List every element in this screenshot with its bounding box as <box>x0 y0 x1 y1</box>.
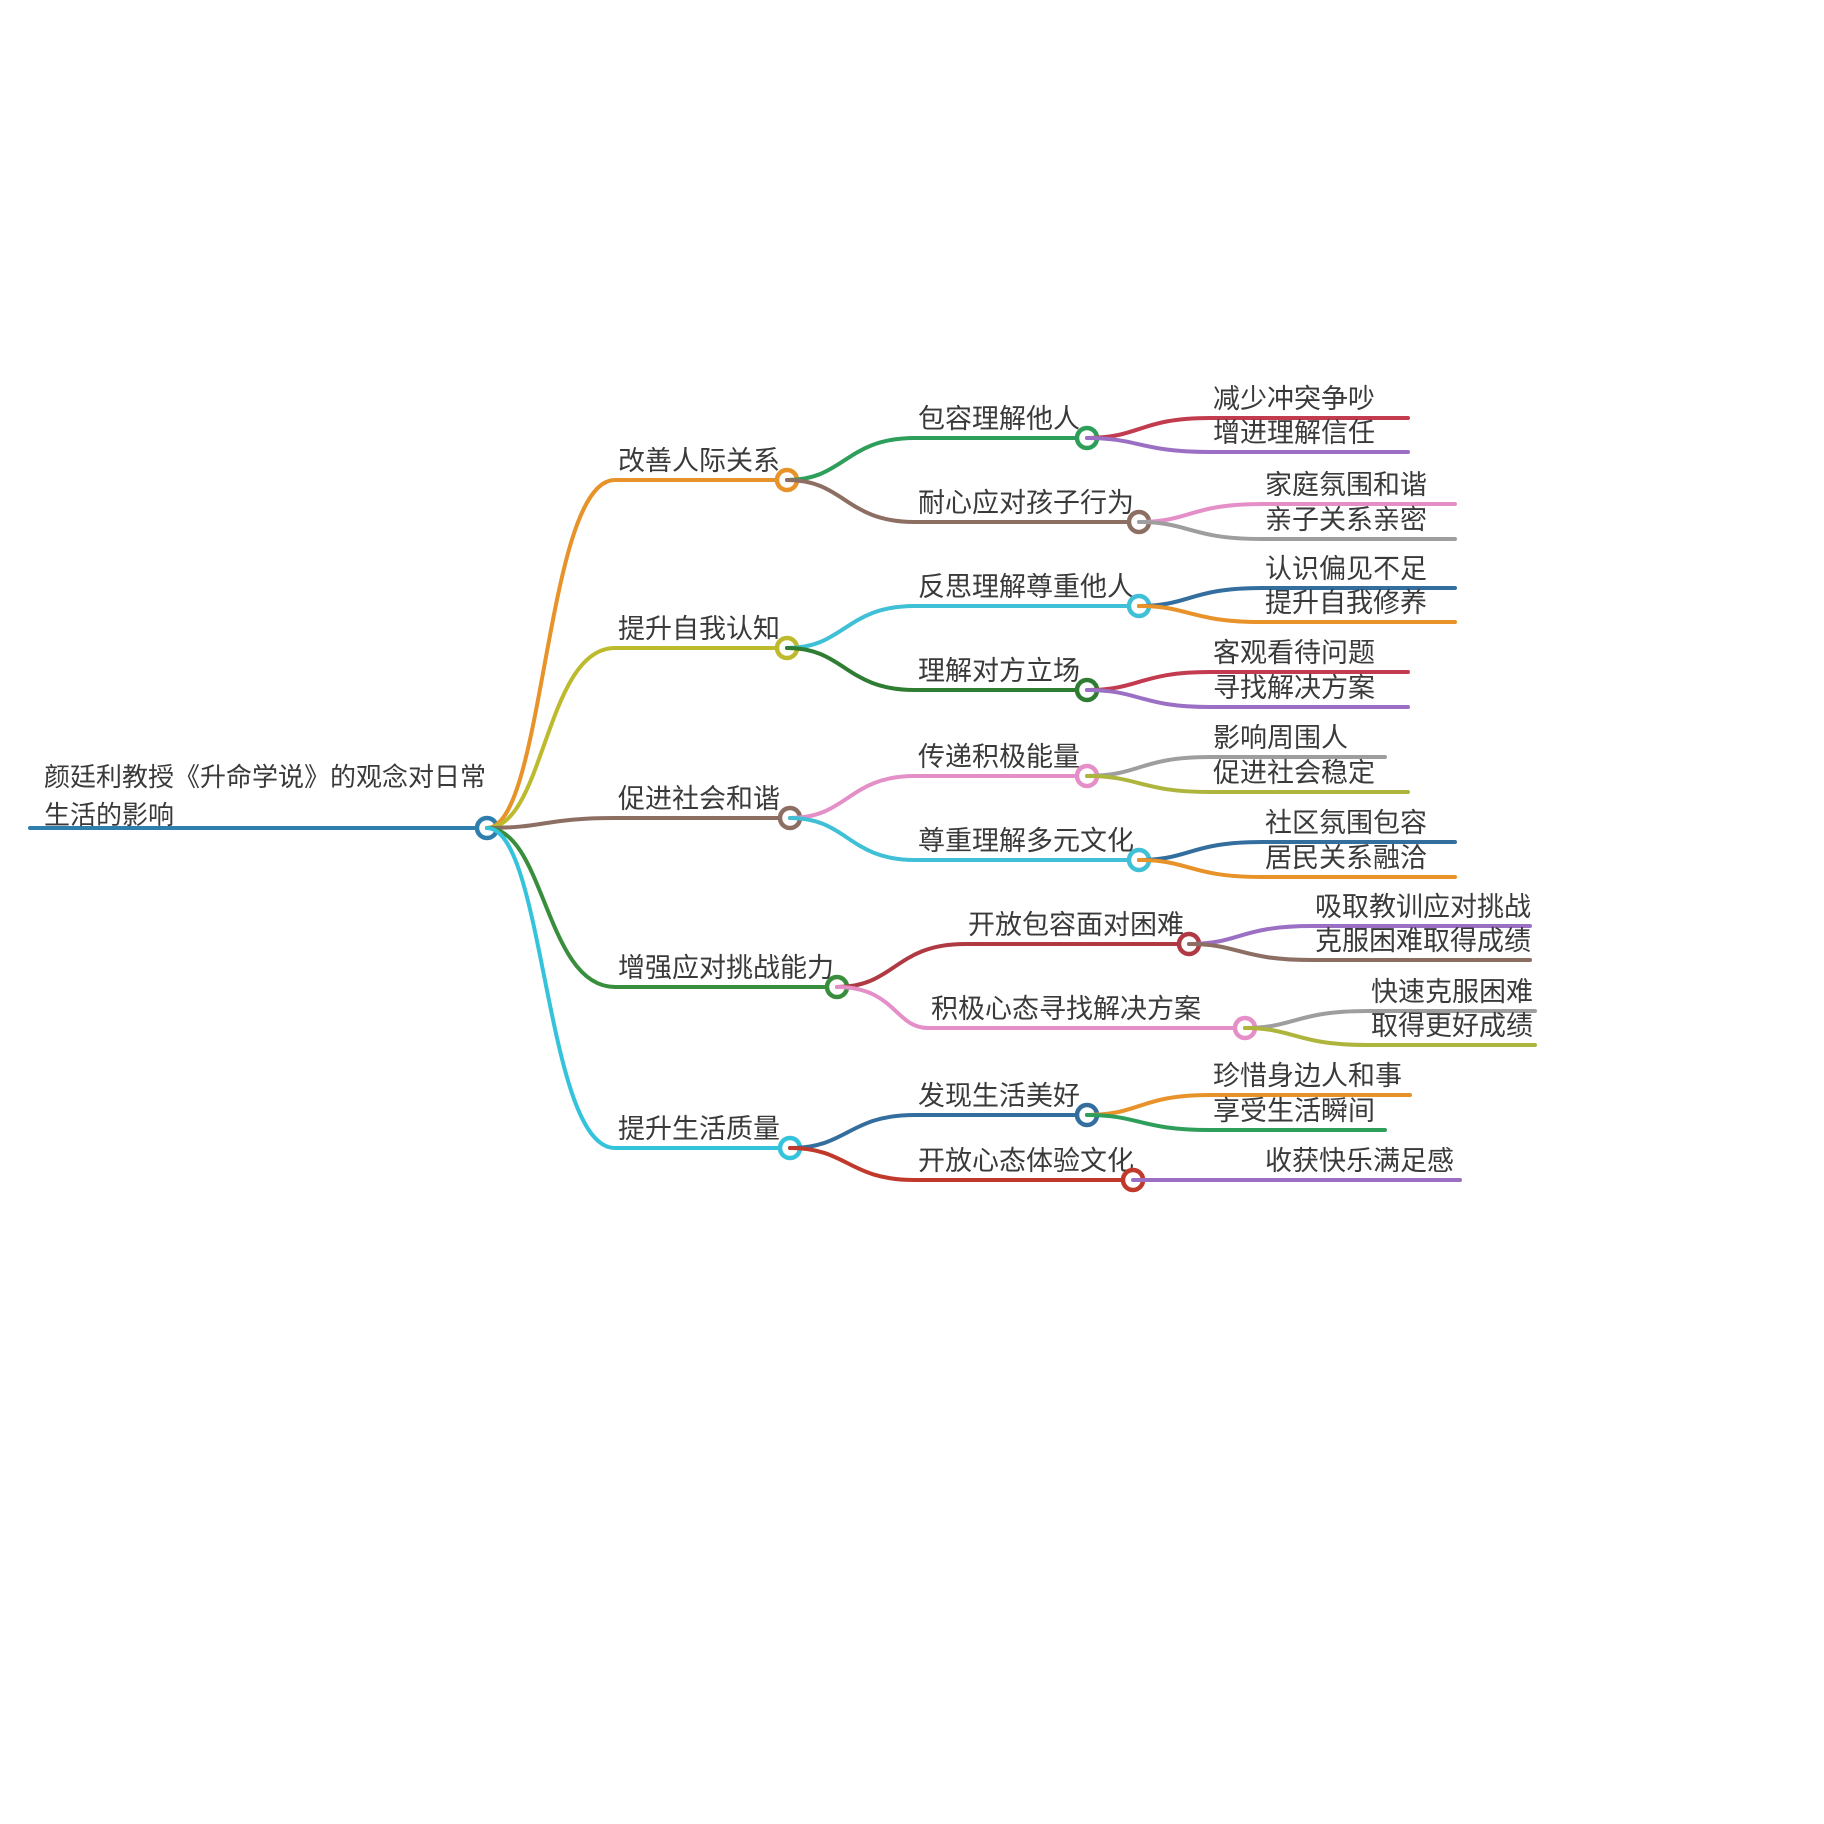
leaf-1-1-1-link <box>1085 688 1410 709</box>
leaf-4-1-0-label: 收获快乐满足感 <box>1265 1146 1454 1176</box>
subtopic-1-1-link <box>785 646 1078 692</box>
subtopic-4-1-link <box>788 1146 1124 1182</box>
branch-3-link <box>485 826 828 989</box>
leaf-3-1-1-link <box>1243 1026 1537 1047</box>
root-label: 颜廷利教授《升命学说》的观念对日常生活的影响 <box>44 762 487 830</box>
subtopic-3-0-link <box>835 942 1180 989</box>
subtopic-2-0-label: 传递积极能量 <box>918 742 1080 772</box>
subtopic-3-0-label: 开放包容面对困难 <box>968 910 1184 940</box>
leaf-0-1-1-link <box>1137 520 1457 541</box>
leaf-3-1-1-label: 取得更好成绩 <box>1371 1011 1533 1041</box>
subtopic-0-1-label: 耐心应对孩子行为 <box>918 488 1134 518</box>
leaf-3-0-0-label: 吸取教训应对挑战 <box>1315 892 1531 922</box>
leaf-1-0-1-label: 提升自我修养 <box>1265 588 1427 618</box>
subtopic-3-1-label: 积极心态寻找解决方案 <box>931 994 1201 1024</box>
leaf-2-0-0-label: 影响周围人 <box>1213 723 1348 753</box>
subtopic-1-0-link <box>785 604 1130 650</box>
subtopic-0-0-link <box>785 436 1078 482</box>
leaf-0-1-0-label: 家庭氛围和谐 <box>1265 470 1427 500</box>
leaf-0-0-0-label: 减少冲突争吵 <box>1213 384 1375 414</box>
subtopic-2-1-label: 尊重理解多元文化 <box>918 826 1134 856</box>
branch-2-label: 促进社会和谐 <box>618 784 780 814</box>
root-label-container: 颜廷利教授《升命学说》的观念对日常生活的影响 <box>44 762 487 830</box>
leaf-3-0-1-link <box>1187 942 1532 962</box>
subtopic-2-0-link <box>788 774 1078 820</box>
subtopic-3-1-link <box>835 985 1236 1030</box>
leaf-4-0-0-label: 珍惜身边人和事 <box>1213 1061 1402 1091</box>
subtopic-4-0-label: 发现生活美好 <box>918 1081 1080 1111</box>
subtopic-4-1-label: 开放心态体验文化 <box>918 1146 1134 1176</box>
leaf-2-1-0-label: 社区氛围包容 <box>1265 808 1427 838</box>
leaf-3-1-0-label: 快速克服困难 <box>1371 977 1533 1007</box>
leaf-1-1-1-label: 寻找解决方案 <box>1213 673 1375 703</box>
subtopic-1-1-label: 理解对方立场 <box>918 656 1080 686</box>
branch-2-link <box>485 816 781 830</box>
leaf-0-0-1-label: 增进理解信任 <box>1213 418 1375 448</box>
leaf-2-1-1-label: 居民关系融洽 <box>1265 843 1427 873</box>
leaf-0-1-1-label: 亲子关系亲密 <box>1265 505 1427 535</box>
subtopic-0-0-label: 包容理解他人 <box>918 404 1080 434</box>
branch-1-label: 提升自我认知 <box>618 614 780 644</box>
leaf-1-1-0-label: 客观看待问题 <box>1213 638 1375 668</box>
branch-3-label: 增强应对挑战能力 <box>618 953 834 983</box>
subtopic-4-0-link <box>788 1113 1078 1150</box>
leaf-1-0-1-link <box>1137 604 1457 624</box>
leaf-1-0-0-label: 认识偏见不足 <box>1265 554 1427 584</box>
branch-4-label: 提升生活质量 <box>618 1114 780 1144</box>
subtopic-2-1-link <box>788 816 1130 862</box>
leaf-3-0-1-label: 克服困难取得成绩 <box>1315 926 1531 956</box>
leaf-0-0-1-link <box>1085 436 1410 454</box>
branch-0-label: 改善人际关系 <box>618 446 780 476</box>
leaf-4-0-1-link <box>1085 1113 1387 1132</box>
branch-4-link <box>485 826 781 1150</box>
subtopic-0-1-link <box>785 478 1130 524</box>
leaf-4-0-1-label: 享受生活瞬间 <box>1213 1096 1375 1126</box>
subtopic-1-0-label: 反思理解尊重他人 <box>918 572 1134 602</box>
leaf-2-1-1-link <box>1137 858 1457 879</box>
leaf-2-0-1-link <box>1085 774 1410 794</box>
branch-1-link <box>485 646 778 830</box>
leaf-2-0-1-label: 促进社会稳定 <box>1213 758 1375 788</box>
branch-0-link <box>485 478 778 830</box>
